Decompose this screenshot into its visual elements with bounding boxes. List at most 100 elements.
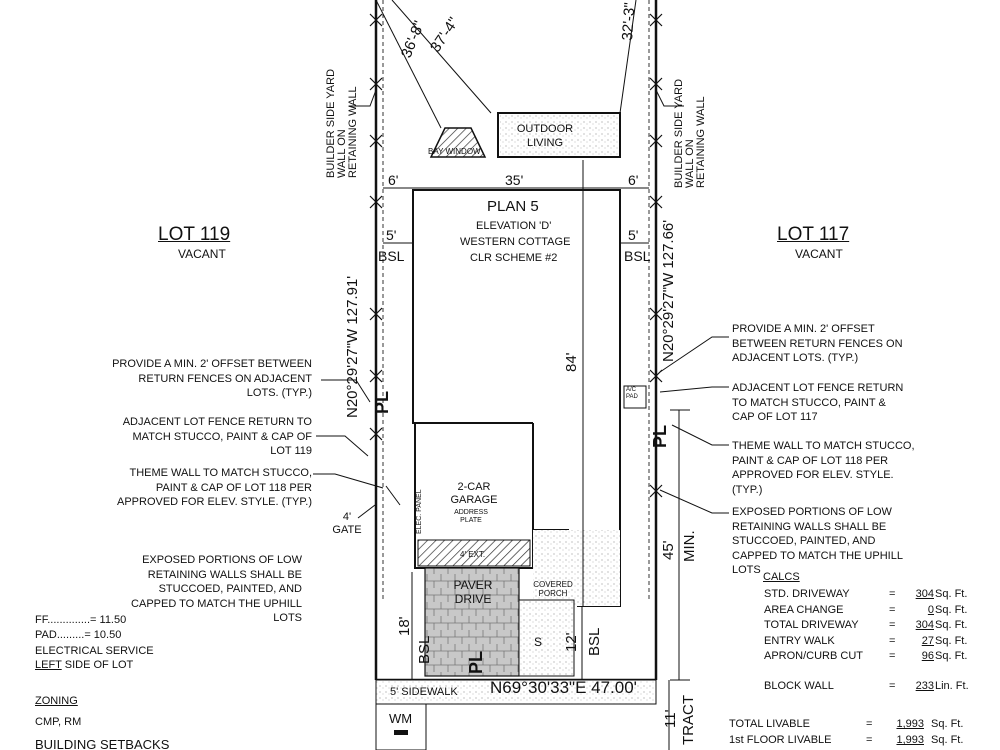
plan-color: CLR SCHEME #2 (470, 252, 558, 264)
calc-row-unit: Sq. Ft. (935, 619, 968, 631)
address-plate-label: ADDRESS PLATE (454, 509, 488, 524)
zoning-title: ZONING (35, 695, 78, 707)
side-value: LEFT (35, 659, 62, 671)
dim-front-porch: 12' (563, 632, 580, 652)
block-wall-unit: Lin. Ft. (935, 680, 969, 692)
bay-window-label: BAY WINDOW (428, 147, 481, 156)
pl-front: PL (466, 650, 486, 674)
pl-left: PL (372, 390, 392, 414)
calc-row-label: ENTRY WALK (764, 634, 835, 647)
bearing-left: N20°29'27"W 127.91' (344, 275, 361, 418)
calc-row-label: AREA CHANGE (764, 603, 844, 616)
calc-row-unit: Sq. Ft. (935, 650, 968, 662)
pl-right: PL (650, 424, 670, 448)
calc-row-unit: Sq. Ft. (935, 588, 968, 600)
setbacks-title: BUILDING SETBACKS (35, 737, 170, 750)
theme-note-right: THEME WALL TO MATCH STUCCO, PAINT & CAP … (732, 440, 915, 496)
dim-width: 35' (505, 172, 524, 188)
tract-label: TRACT (680, 695, 697, 745)
garage-label: 2-CAR GARAGE (450, 481, 498, 506)
first-floor-value: 1,993 (896, 734, 924, 746)
calc-row-equals: = (889, 588, 896, 600)
porch-label: COVERED PORCH (533, 580, 573, 598)
ff-value: = 11.50 (90, 614, 127, 626)
lot-119-status: VACANT (178, 247, 226, 261)
dim-min-label: MIN. (681, 530, 698, 562)
lot-117-label: LOT 117 (777, 224, 850, 245)
calc-row-equals: = (889, 650, 896, 662)
calc-row-label: APRON/CURB CUT (764, 650, 864, 662)
bsl-front-left: BSL (416, 635, 433, 664)
lot-119-label: LOT 119 (158, 224, 231, 245)
dim-bsl-right: 5' (628, 227, 639, 243)
wm-label: WM (389, 711, 413, 726)
theme-note-left: THEME WALL TO MATCH STUCCO, PAINT & CAP … (116, 467, 312, 508)
bay-window (429, 127, 487, 158)
calc-row-value: 27 (921, 634, 934, 647)
total-livable-value: 1,993 (896, 718, 924, 730)
calc-row-label: TOTAL DRIVEWAY (764, 619, 859, 631)
sidewalk-label: 5' SIDEWALK (390, 686, 458, 698)
builder-side-note-right: BUILDER SIDE YARD WALL ON RETAINING WALL (673, 78, 707, 188)
calc-row-equals: = (889, 634, 896, 647)
fence-marks (369, 13, 663, 498)
gate-label: 4' GATE (332, 511, 362, 536)
zoning-value: CMP, RM (35, 716, 82, 728)
bsl-left-label: BSL (378, 248, 405, 264)
ext-label: 4' EXT. (460, 550, 486, 559)
plan-name: PLAN 5 (487, 198, 539, 215)
builder-side-note-left: BUILDER SIDE YARD WALL ON RETAINING WALL (325, 68, 359, 178)
block-wall-value: 233 (915, 680, 934, 692)
pad-label: PAD (35, 629, 57, 641)
calc-row-equals: = (889, 603, 896, 616)
total-livable-unit: Sq. Ft. (931, 718, 964, 730)
calc-row-value: 0 (927, 603, 934, 616)
total-livable-label: TOTAL LIVABLE (729, 718, 810, 730)
paver-drive-label: PAVER DRIVE (453, 578, 493, 606)
bearing-right: N20°29'27"W 127.66' (660, 219, 677, 362)
calc-row-value: 304 (915, 619, 934, 631)
calc-row-unit: Sq. Ft. (935, 634, 968, 647)
block-wall-label: BLOCK WALL (764, 680, 834, 692)
calc-row-value: 304 (915, 588, 934, 600)
outdoor-living-label: OUTDOOR LIVING (516, 123, 574, 149)
offset-note-left: PROVIDE A MIN. 2' OFFSET BETWEEN RETURN … (112, 358, 312, 399)
side-line: LEFT SIDE OF LOT (35, 659, 133, 672)
fence-note-left: ADJACENT LOT FENCE RETURN TO MATCH STUCC… (122, 416, 312, 457)
setback-lines (382, 0, 650, 600)
dim-tract: 11' (662, 709, 679, 728)
dimension-lines (375, 0, 690, 750)
dim-depth: 84' (563, 352, 580, 372)
dim-min: 45' (660, 540, 677, 560)
exposed-note-right: EXPOSED PORTIONS OF LOW RETAINING WALLS … (732, 506, 903, 576)
elec-panel-label: ELEC. PANEL (416, 489, 423, 534)
ac-pad-label: A/C PAD (626, 387, 638, 400)
bsl-front-right: BSL (586, 627, 603, 656)
calc-row-value: 96 (921, 650, 934, 662)
front-bearing: N69°30'33"E 47.00' (490, 678, 637, 697)
offset-note-right: PROVIDE A MIN. 2' OFFSET BETWEEN RETURN … (732, 323, 903, 364)
bsl-right-label: BSL (624, 248, 651, 264)
calc-row-label: STD. DRIVEWAY (764, 588, 850, 600)
dim-side-right: 6' (628, 172, 639, 188)
calcs-title: CALCS (763, 571, 800, 583)
pad-value: = 10.50 (84, 629, 122, 641)
dim-bsl-left: 5' (386, 227, 397, 243)
exposed-note-left: EXPOSED PORTIONS OF LOW RETAINING WALLS … (131, 554, 302, 624)
dim-side-left: 6' (388, 172, 399, 188)
plan-style: WESTERN COTTAGE (460, 236, 571, 248)
sidewalk (375, 679, 657, 705)
ff-label: FF (35, 614, 48, 626)
lot-117-status: VACANT (795, 247, 843, 261)
elec-service: ELECTRICAL SERVICE (35, 645, 154, 657)
plan-elevation: ELEVATION 'D' (476, 220, 552, 232)
leader-lines (313, 89, 729, 519)
side-text: SIDE OF LOT (64, 659, 134, 671)
pad-line: PAD.........= 10.50 (35, 629, 122, 641)
fence-note-right: ADJACENT LOT FENCE RETURN TO MATCH STUCC… (732, 382, 904, 423)
ff-line: FF..............= 11.50 (35, 614, 127, 626)
dim-front: 18' (396, 616, 413, 636)
first-floor-label: 1st FLOOR LIVABLE (729, 734, 832, 746)
